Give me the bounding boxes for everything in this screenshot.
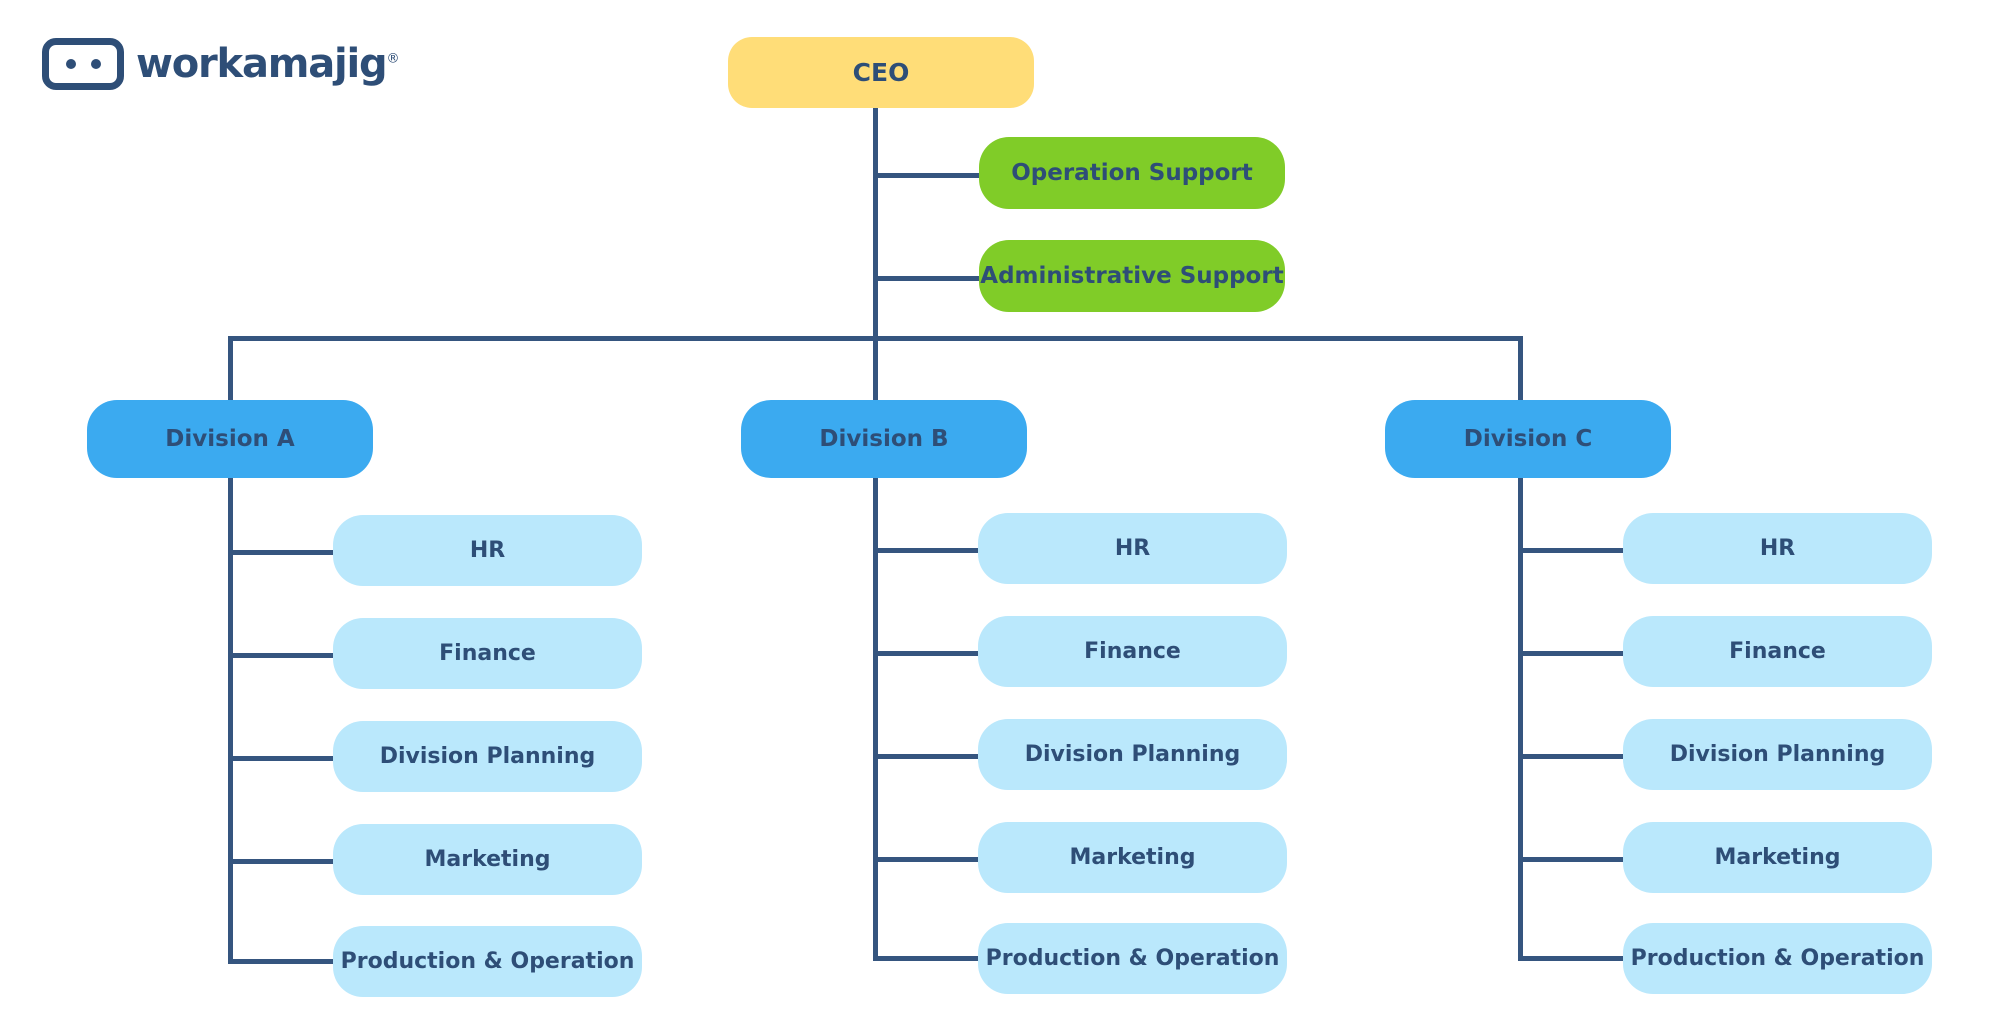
connector-division-a-to-production-operation: [228, 959, 338, 964]
node-division-a-marketing[interactable]: Marketing: [333, 824, 642, 895]
connector-ceo-spine: [873, 108, 878, 339]
node-division-b-finance[interactable]: Finance: [978, 616, 1287, 687]
connector-ceo-to-administrative-support: [873, 276, 979, 281]
node-division-a-finance-label: Finance: [439, 641, 536, 666]
node-division-c-label: Division C: [1463, 426, 1593, 452]
node-division-c-hr[interactable]: HR: [1623, 513, 1932, 584]
node-division-c-division-planning[interactable]: Division Planning: [1623, 719, 1932, 790]
node-division-b-hr[interactable]: HR: [978, 513, 1287, 584]
node-division-a-division-planning[interactable]: Division Planning: [333, 721, 642, 792]
connector-division-b-to-hr: [873, 548, 983, 553]
node-division-b-production-operation-label: Production & Operation: [985, 946, 1280, 971]
node-division-c-production-operation[interactable]: Production & Operation: [1623, 923, 1932, 994]
connector-division-b-spine: [873, 478, 878, 956]
connector-division-a-to-finance: [228, 653, 338, 658]
connector-ceo-to-operation-support: [873, 173, 979, 178]
node-division-c-production-operation-label: Production & Operation: [1630, 946, 1925, 971]
connector-division-c-to-marketing: [1518, 857, 1628, 862]
node-division-b-marketing[interactable]: Marketing: [978, 822, 1287, 893]
node-division-c-finance[interactable]: Finance: [1623, 616, 1932, 687]
logo-wordmark: workamajig®: [136, 41, 399, 87]
connector-division-b-to-division-planning: [873, 754, 983, 759]
node-division-b-hr-label: HR: [1114, 536, 1151, 561]
node-ceo[interactable]: CEO: [728, 37, 1034, 108]
robot-face-icon: [42, 38, 124, 90]
workamajig-logo: workamajig®: [42, 38, 399, 90]
connector-division-c-to-production-operation: [1518, 956, 1628, 961]
node-division-c-finance-label: Finance: [1729, 639, 1826, 664]
node-administrative-support-label: Administrative Support: [980, 263, 1284, 289]
node-division-b-division-planning[interactable]: Division Planning: [978, 719, 1287, 790]
node-division-a-hr-label: HR: [469, 538, 506, 563]
connector-division-a-spine: [228, 478, 233, 959]
node-division-a-label: Division A: [165, 426, 295, 452]
connector-division-c-to-finance: [1518, 651, 1628, 656]
node-division-c-marketing[interactable]: Marketing: [1623, 822, 1932, 893]
node-administrative-support[interactable]: Administrative Support: [979, 240, 1285, 312]
node-operation-support[interactable]: Operation Support: [979, 137, 1285, 209]
connector-division-a-to-marketing: [228, 859, 338, 864]
connector-division-a-to-division-planning: [228, 756, 338, 761]
node-division-c[interactable]: Division C: [1385, 400, 1671, 478]
connector-division-b-to-production-operation: [873, 956, 983, 961]
node-division-a-finance[interactable]: Finance: [333, 618, 642, 689]
node-division-a-division-planning-label: Division Planning: [379, 744, 596, 769]
connector-division-b-to-finance: [873, 651, 983, 656]
connector-division-c-to-hr: [1518, 548, 1628, 553]
connector-bus-to-division-a: [228, 336, 233, 400]
node-division-b-division-planning-label: Division Planning: [1024, 742, 1241, 767]
node-division-b-production-operation[interactable]: Production & Operation: [978, 923, 1287, 994]
connector-division-a-to-hr: [228, 550, 338, 555]
logo-eye-left: [65, 59, 76, 69]
node-division-a-production-operation-label: Production & Operation: [340, 949, 635, 974]
connector-bus-to-division-b: [873, 336, 878, 400]
connector-division-b-to-marketing: [873, 857, 983, 862]
node-ceo-label: CEO: [852, 58, 910, 87]
connector-bus-to-division-c: [1518, 336, 1523, 400]
logo-eye-right: [90, 59, 101, 69]
logo-trademark-symbol: ®: [386, 51, 399, 67]
connector-division-c-spine: [1518, 478, 1523, 956]
node-division-a-hr[interactable]: HR: [333, 515, 642, 586]
node-division-b[interactable]: Division B: [741, 400, 1027, 478]
node-division-a-marketing-label: Marketing: [424, 847, 551, 872]
node-division-c-hr-label: HR: [1759, 536, 1796, 561]
node-division-b-finance-label: Finance: [1084, 639, 1181, 664]
connector-division-c-to-division-planning: [1518, 754, 1628, 759]
node-division-b-marketing-label: Marketing: [1069, 845, 1196, 870]
node-division-c-division-planning-label: Division Planning: [1669, 742, 1886, 767]
node-division-a-production-operation[interactable]: Production & Operation: [333, 926, 642, 997]
node-division-c-marketing-label: Marketing: [1714, 845, 1841, 870]
node-division-a[interactable]: Division A: [87, 400, 373, 478]
logo-brand-name: workamajig: [136, 41, 388, 87]
node-operation-support-label: Operation Support: [1011, 160, 1253, 186]
node-division-b-label: Division B: [819, 426, 949, 452]
